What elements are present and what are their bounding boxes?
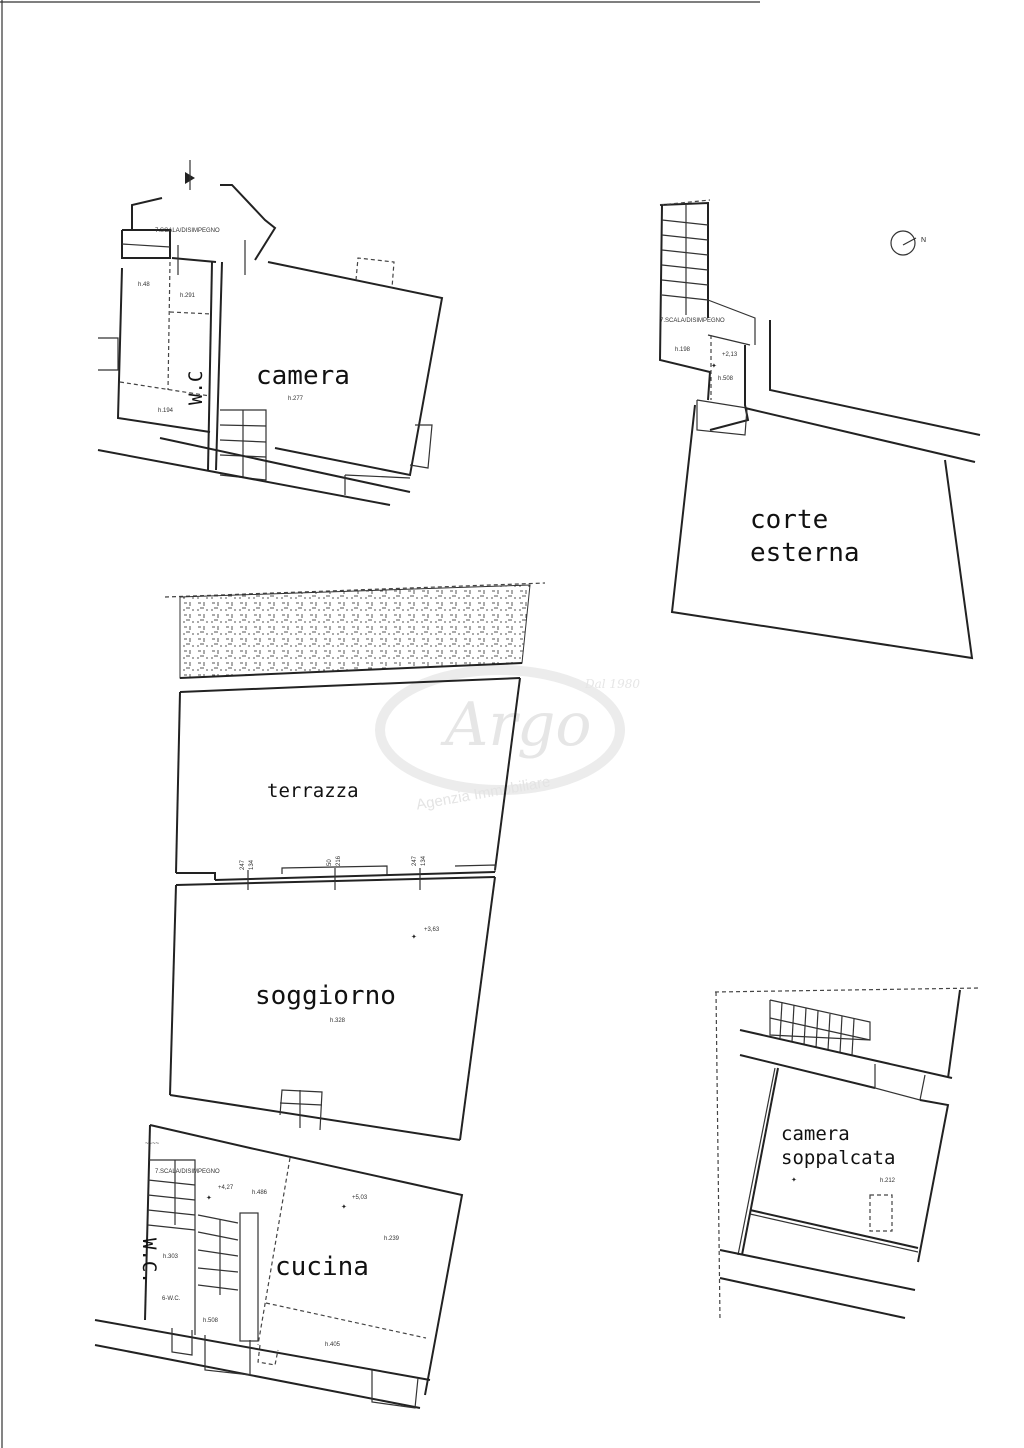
level-marker-icon: ✦	[206, 1194, 212, 1202]
room-label-corte: corte	[750, 505, 828, 535]
dim-247-left: 247	[240, 859, 246, 870]
label-h405: h.405	[325, 1342, 341, 1348]
level-marker-icon: ✦	[411, 933, 417, 941]
plan-camera-soppalcata: ✦ h.212 camera soppalcata	[714, 987, 981, 1321]
label-h508-top: h.508	[718, 376, 734, 382]
label-level-503: +5,03	[352, 1195, 368, 1201]
handwritten-note: ~~~~	[145, 1141, 160, 1147]
dim-134-left: 134	[249, 859, 255, 870]
label-h291: h.291	[180, 293, 196, 299]
label-scala-disimpegno-right: 7.SCALA/DISIMPEGNO	[660, 318, 725, 324]
plan-terrazza-soggiorno: 247 134 50 216 247 134 terrazza ✦ +3,63 …	[164, 582, 546, 1141]
room-label-camera-soppalcata-1: camera	[781, 1123, 850, 1145]
label-level-427: +4,27	[218, 1185, 234, 1191]
label-h486: h.486	[252, 1190, 268, 1196]
label-scala-disimpegno-bottom: 7.SCALA/DISIMPEGNO	[155, 1169, 220, 1175]
room-label-cucina: cucina	[275, 1252, 369, 1282]
label-h239: h.239	[384, 1236, 400, 1242]
level-marker-icon: ✦	[791, 1176, 797, 1184]
plan-corte-esterna: N 7.SCALA/DISIMPEGNO h.198 +2,13 h.508 ✦…	[658, 199, 981, 660]
watermark-logo-text: Argo	[440, 690, 592, 760]
watermark-logo: Argo Dal 1980 Agenzia Immobiliare	[375, 665, 640, 814]
watermark-since: Dal 1980	[584, 677, 640, 691]
room-label-esterna: esterna	[750, 538, 860, 568]
label-h328: h.328	[330, 1018, 346, 1024]
label-6-wc: 6-W.C.	[162, 1296, 181, 1302]
north-label: N	[921, 237, 926, 244]
plan-cucina: ~~~~ 7.SCALA/DISIMPEGNO ✦ +4,27 h.486 ✦ …	[94, 1124, 464, 1409]
north-compass-icon	[890, 230, 916, 256]
level-marker-icon: ✦	[341, 1203, 347, 1211]
dim-216: 216	[336, 855, 342, 866]
label-h212: h.212	[880, 1178, 896, 1184]
plan-camera-wc: 7.SCALA/DISIMPEGNO h.48 h.291 h.194 h.27…	[97, 160, 444, 506]
room-label-wc-bottom: W.C.	[138, 1238, 160, 1284]
room-label-terrazza: terrazza	[267, 780, 359, 802]
label-h303: h.303	[163, 1254, 179, 1260]
label-h277: h.277	[288, 396, 304, 402]
label-h198: h.198	[675, 347, 691, 353]
room-label-wc-top: W.C	[185, 371, 207, 405]
label-h194: h.194	[158, 408, 174, 414]
label-level-363: +3,63	[424, 927, 440, 933]
label-level-213: +2,13	[722, 352, 738, 358]
room-label-camera-soppalcata-2: soppalcata	[781, 1147, 895, 1169]
dim-247-right: 247	[412, 855, 418, 866]
dim-50: 50	[327, 859, 333, 866]
label-h48: h.48	[138, 282, 150, 288]
level-marker-icon: ✦	[711, 362, 717, 370]
label-h508-bottom: h.508	[203, 1318, 219, 1324]
dim-134-right: 134	[421, 855, 427, 866]
room-label-soggiorno: soggiorno	[255, 981, 396, 1011]
room-label-camera: camera	[256, 361, 350, 391]
label-scala-disimpegno: 7.SCALA/DISIMPEGNO	[155, 228, 220, 234]
